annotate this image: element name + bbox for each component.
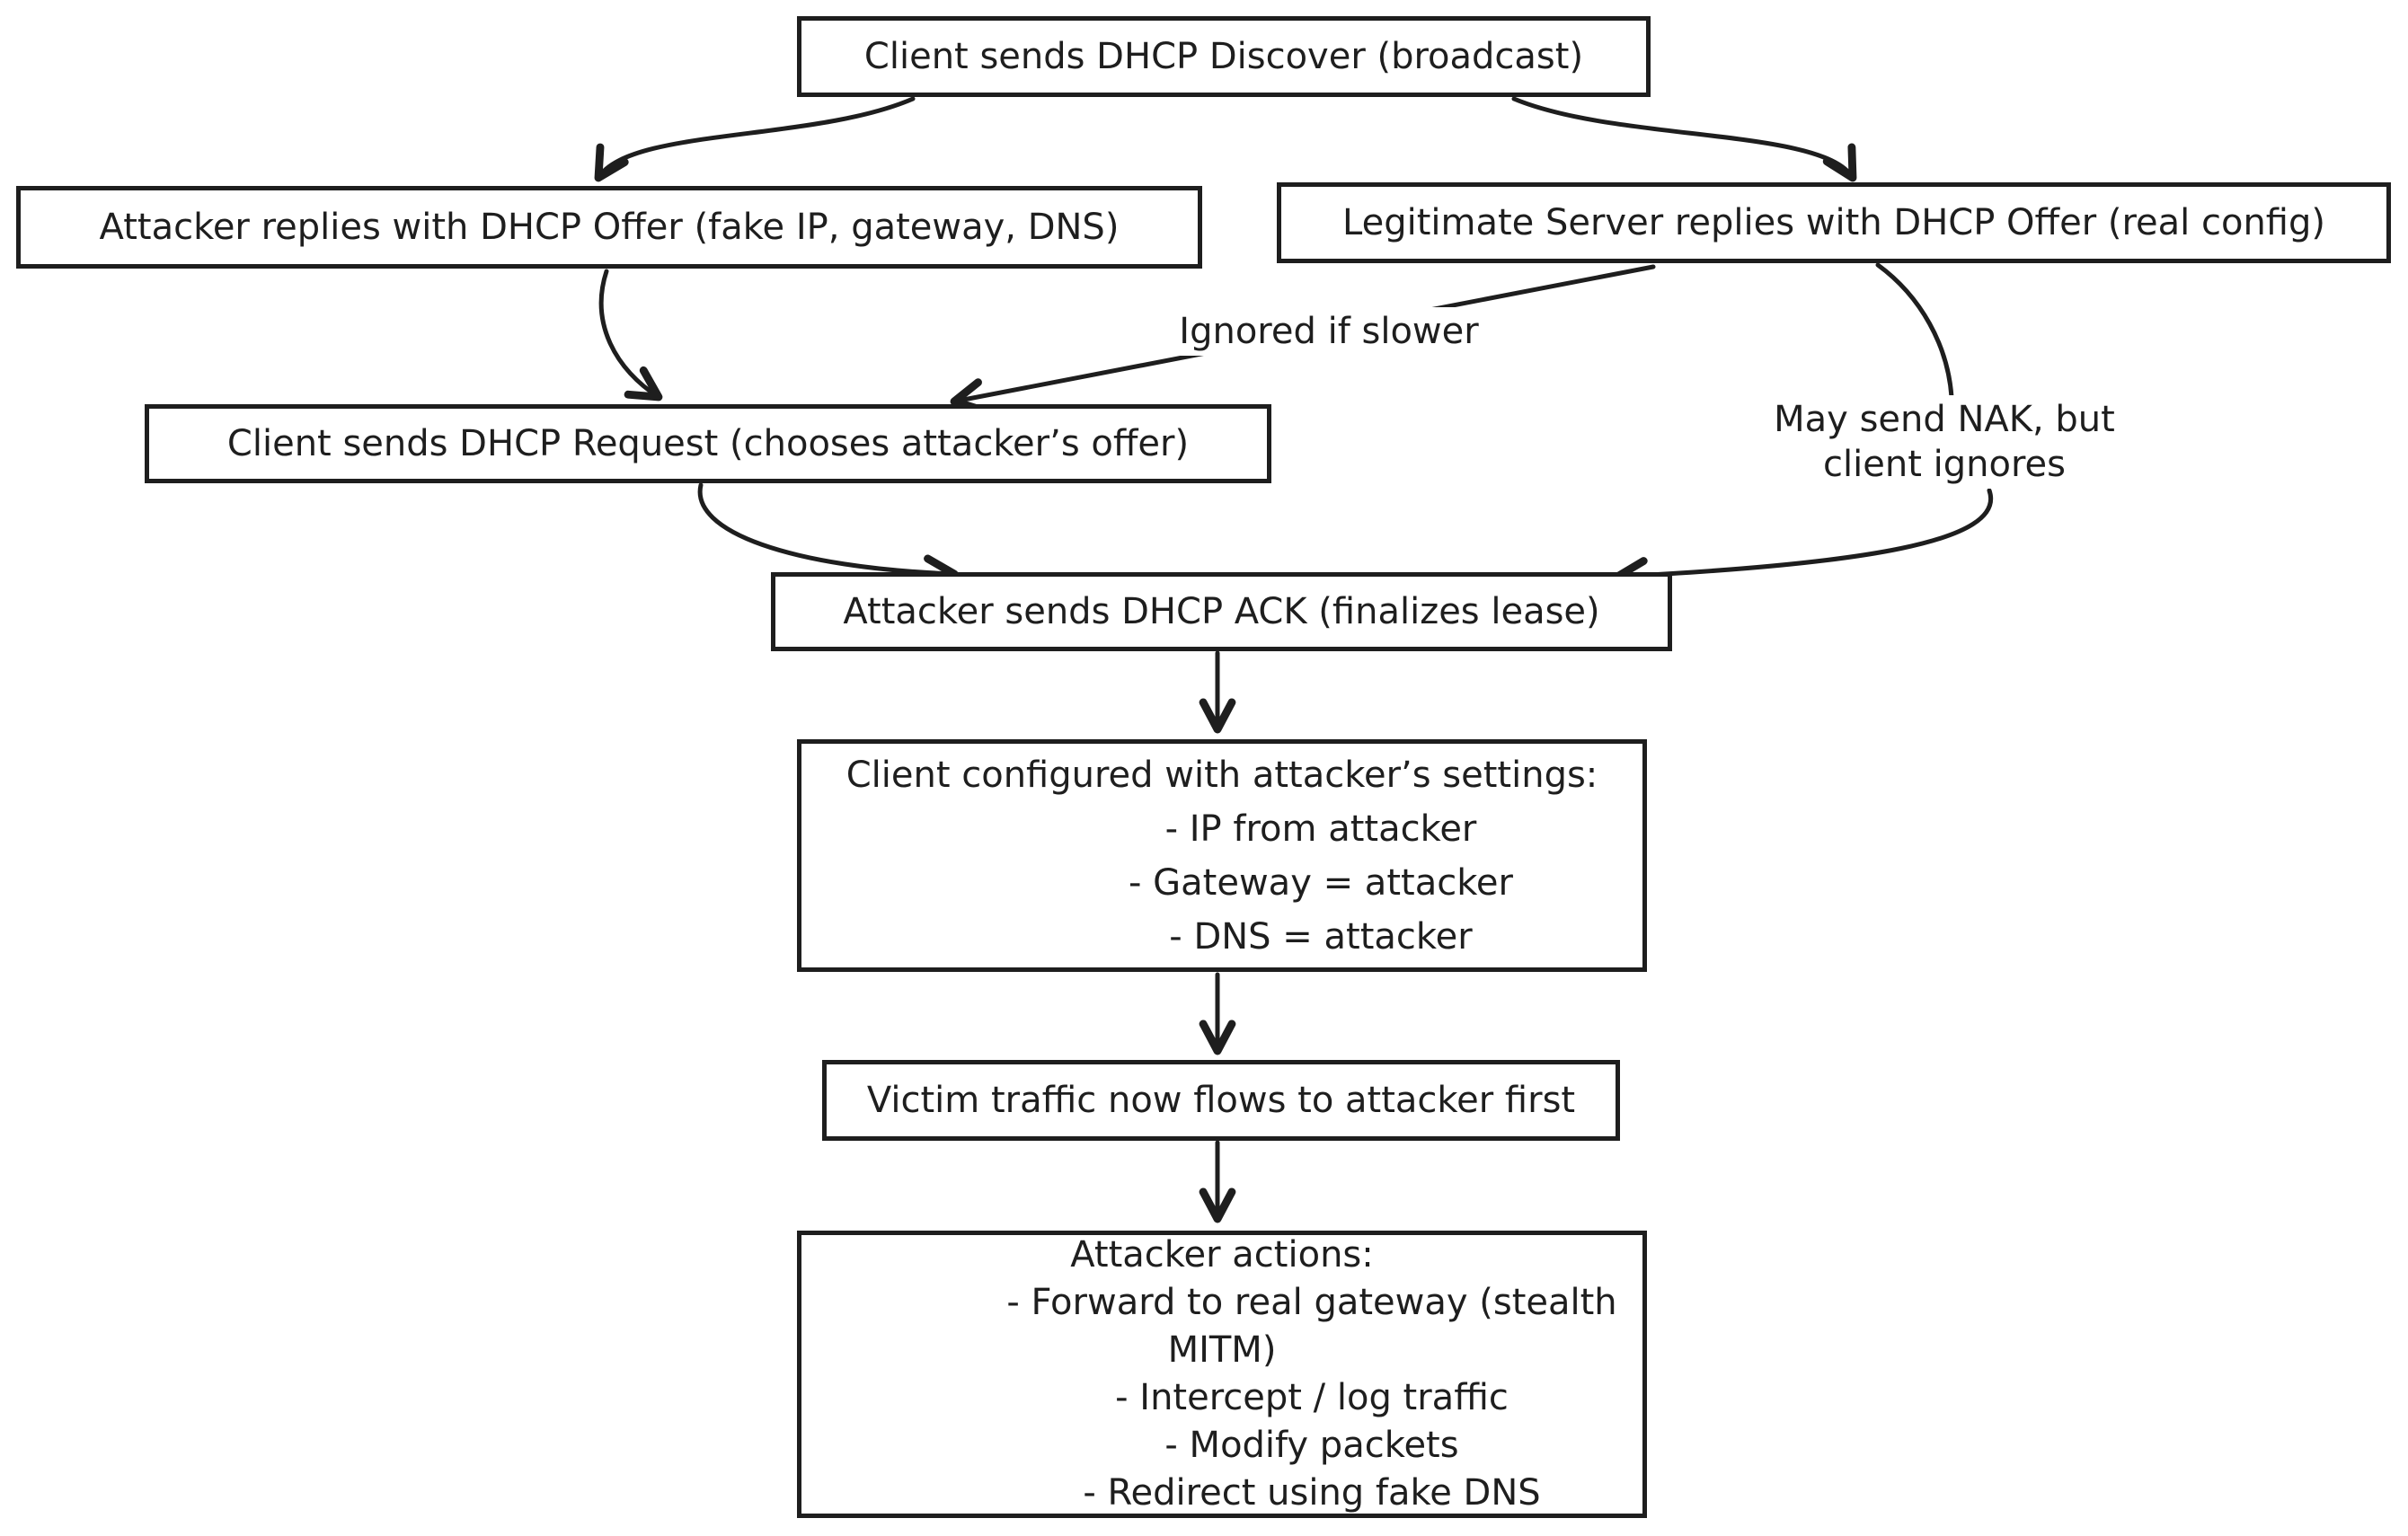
arrow-discover-to-legit-offer [1511, 96, 1857, 182]
configured-item: - IP from attacker [1164, 808, 1477, 850]
attacker-actions-item-continuation: MITM) [1167, 1329, 1277, 1371]
edge-label-ignored-if-slower: Ignored if slower [1155, 307, 1503, 356]
node-client-configured: Client configured with attacker’s settin… [797, 739, 1647, 972]
attacker-actions-item: - Modify packets [1164, 1425, 1459, 1466]
node-attacker-actions: Attacker actions: - Forward to real gate… [797, 1231, 1647, 1518]
arrow-request-to-ack [697, 482, 959, 592]
node-victim-traffic-label: Victim traffic now flows to attacker fir… [866, 1080, 1576, 1121]
node-dhcp-request: Client sends DHCP Request (chooses attac… [145, 404, 1271, 483]
node-victim-traffic: Victim traffic now flows to attacker fir… [822, 1060, 1620, 1141]
node-legitimate-offer: Legitimate Server replies with DHCP Offe… [1277, 182, 2391, 263]
configured-item: - Gateway = attacker [1129, 861, 1513, 904]
arrow-discover-to-attacker-offer [594, 96, 916, 182]
edge-label-may-send-nak-line2: client ignores [1823, 444, 2066, 485]
node-dhcp-discover-label: Client sends DHCP Discover (broadcast) [863, 36, 1584, 77]
node-dhcp-ack: Attacker sends DHCP ACK (finalizes lease… [771, 572, 1672, 651]
configured-item: - DNS = attacker [1169, 915, 1473, 958]
node-dhcp-ack-label: Attacker sends DHCP ACK (finalizes lease… [843, 591, 1600, 632]
edge-label-may-send-nak: May send NAK, but client ignores [1752, 395, 2137, 489]
arrow-attacker-offer-to-request [598, 269, 663, 402]
node-dhcp-discover: Client sends DHCP Discover (broadcast) [797, 16, 1651, 97]
node-client-configured-title: Client configured with attacker’s settin… [845, 754, 1598, 796]
node-legitimate-offer-label: Legitimate Server replies with DHCP Offe… [1342, 202, 2325, 243]
edge-label-may-send-nak-line1: May send NAK, but [1774, 399, 2115, 440]
node-dhcp-request-label: Client sends DHCP Request (chooses attac… [226, 423, 1190, 464]
node-attacker-offer: Attacker replies with DHCP Offer (fake I… [16, 186, 1202, 269]
attacker-actions-item: - Redirect using fake DNS [1083, 1472, 1541, 1514]
attacker-actions-item: - Forward to real gateway (stealth [1006, 1282, 1617, 1323]
arrow-legit-offer-nak-upper-segment [1875, 262, 1954, 400]
node-attacker-offer-label: Attacker replies with DHCP Offer (fake I… [99, 207, 1120, 248]
attacker-actions-item: - Intercept / log traffic [1115, 1377, 1509, 1418]
arrow-nak-to-ack [1613, 488, 1994, 594]
node-attacker-actions-title: Attacker actions: [1070, 1234, 1374, 1276]
